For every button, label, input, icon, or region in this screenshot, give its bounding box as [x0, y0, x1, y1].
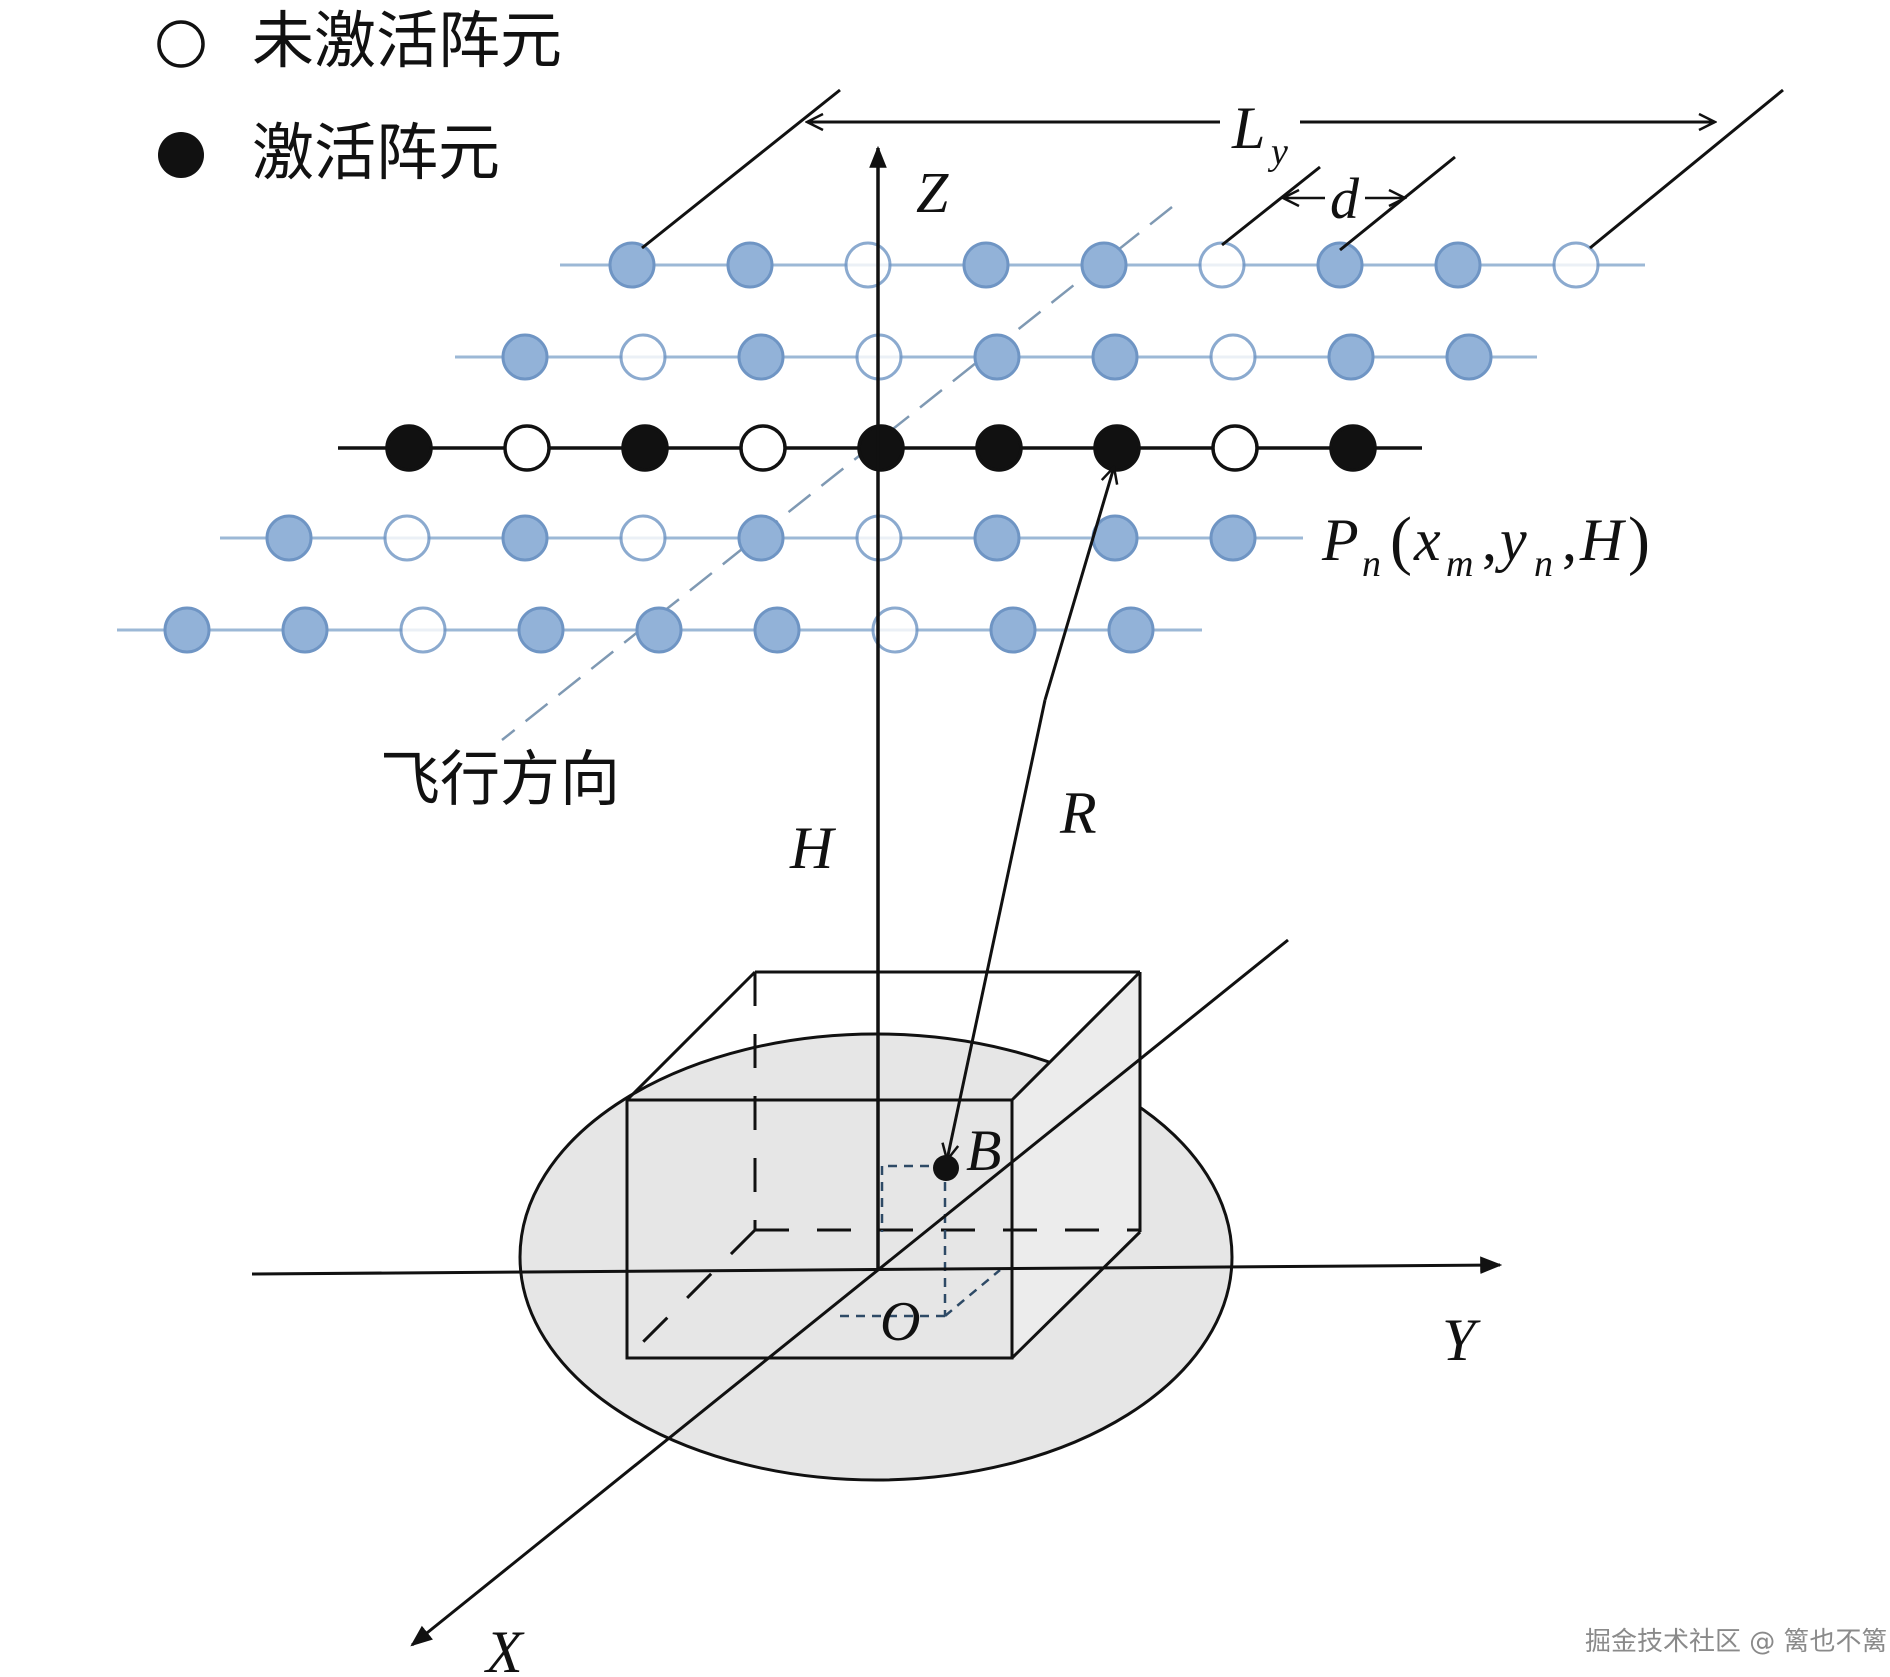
active-element-r5-c1: [163, 606, 211, 654]
d-left-extension: [1221, 165, 1321, 247]
inactive-element-r5-c7: [871, 606, 919, 654]
svg-text:): ): [1628, 504, 1650, 577]
active-element-r5-c5: [635, 606, 683, 654]
active-element-r4-c8: [1091, 514, 1139, 562]
active-element-r1-c5: [1080, 241, 1128, 289]
active-element-r3-c1: [385, 424, 433, 472]
inactive-element-r5-c3: [399, 606, 447, 654]
label-ly: L: [1231, 95, 1265, 161]
inactive-element-r1-c6: [1198, 241, 1246, 289]
active-element-r1-c4: [962, 241, 1010, 289]
inactive-element-r4-c4: [619, 514, 667, 562]
active-element-r2-c8: [1327, 333, 1375, 381]
active-element-r3-c9: [1329, 424, 1377, 472]
legend-inactive-label: 未激活阵元: [252, 4, 562, 77]
label-y: Y: [1442, 1307, 1481, 1373]
inactive-element-r3-c4: [739, 424, 787, 472]
watermark: 掘金技术社区 @ 篱也不篱: [1585, 1627, 1888, 1657]
label-h: H: [789, 815, 837, 881]
active-element-r4-c5: [737, 514, 785, 562]
legend-inactive-icon: [157, 20, 205, 68]
active-element-r3-c7: [1093, 424, 1141, 472]
active-element-r1-c2: [726, 241, 774, 289]
active-element-r3-c5: [857, 424, 905, 472]
svg-text:y: y: [1494, 507, 1527, 573]
label-ly-sub: y: [1267, 131, 1288, 173]
active-element-r2-c5: [973, 333, 1021, 381]
inactive-element-r3-c8: [1211, 424, 1259, 472]
svg-text:P: P: [1321, 507, 1359, 573]
inactive-element-r1-c3: [844, 241, 892, 289]
inactive-element-r1-c9: [1552, 241, 1600, 289]
active-element-r2-c9: [1445, 333, 1493, 381]
label-point-p: P n ( x m , y n , H ): [1321, 504, 1650, 585]
active-element-r4-c3: [501, 514, 549, 562]
active-element-r5-c8: [989, 606, 1037, 654]
active-element-r5-c9: [1107, 606, 1155, 654]
label-d: d: [1330, 166, 1360, 231]
flight-direction-line: [501, 206, 1173, 741]
x-axis: [410, 938, 1289, 1647]
active-element-r4-c9: [1209, 514, 1257, 562]
legend-active-icon: [158, 132, 204, 178]
active-element-r1-c8: [1434, 241, 1482, 289]
active-element-r2-c3: [737, 333, 785, 381]
svg-text:n: n: [1362, 543, 1381, 585]
svg-text:(: (: [1390, 504, 1412, 577]
active-element-r4-c1: [265, 514, 313, 562]
label-r: R: [1059, 780, 1097, 846]
active-element-r3-c3: [621, 424, 669, 472]
svg-text:x: x: [1413, 507, 1441, 573]
inactive-element-r4-c2: [383, 514, 431, 562]
antenna-array: [117, 241, 1645, 654]
active-element-r1-c7: [1316, 241, 1364, 289]
active-element-r2-c6: [1091, 333, 1139, 381]
label-flight-direction: 飞行方向: [380, 745, 620, 815]
label-x: X: [484, 1619, 525, 1677]
active-element-r2-c1: [501, 333, 549, 381]
active-element-r4-c7: [973, 514, 1021, 562]
point-b-dot: [933, 1155, 959, 1181]
r-vector-to-b: [947, 699, 1047, 1160]
ly-right-extension: [1589, 88, 1784, 250]
active-element-r5-c6: [753, 606, 801, 654]
svg-text:H: H: [1579, 507, 1627, 573]
svg-text:,: ,: [1482, 507, 1497, 573]
label-z: Z: [916, 160, 949, 225]
legend-active-label: 激活阵元: [252, 116, 500, 189]
inactive-element-r2-c2: [619, 333, 667, 381]
label-o: O: [880, 1291, 920, 1353]
inactive-element-r3-c2: [503, 424, 551, 472]
active-element-r3-c6: [975, 424, 1023, 472]
b-projection-lines: [835, 1164, 1001, 1318]
inactive-element-r2-c7: [1209, 333, 1257, 381]
active-element-r5-c2: [281, 606, 329, 654]
label-b: B: [966, 1118, 1001, 1183]
y-axis: [251, 1256, 1503, 1276]
active-element-r1-c1: [608, 241, 656, 289]
ly-left-extension: [641, 88, 841, 250]
r-vector-to-p: [1043, 467, 1114, 701]
svg-text:,: ,: [1562, 507, 1577, 573]
svg-text:n: n: [1534, 543, 1553, 585]
box-edges: [625, 970, 1142, 1360]
svg-text:m: m: [1446, 543, 1473, 585]
active-element-r5-c4: [517, 606, 565, 654]
